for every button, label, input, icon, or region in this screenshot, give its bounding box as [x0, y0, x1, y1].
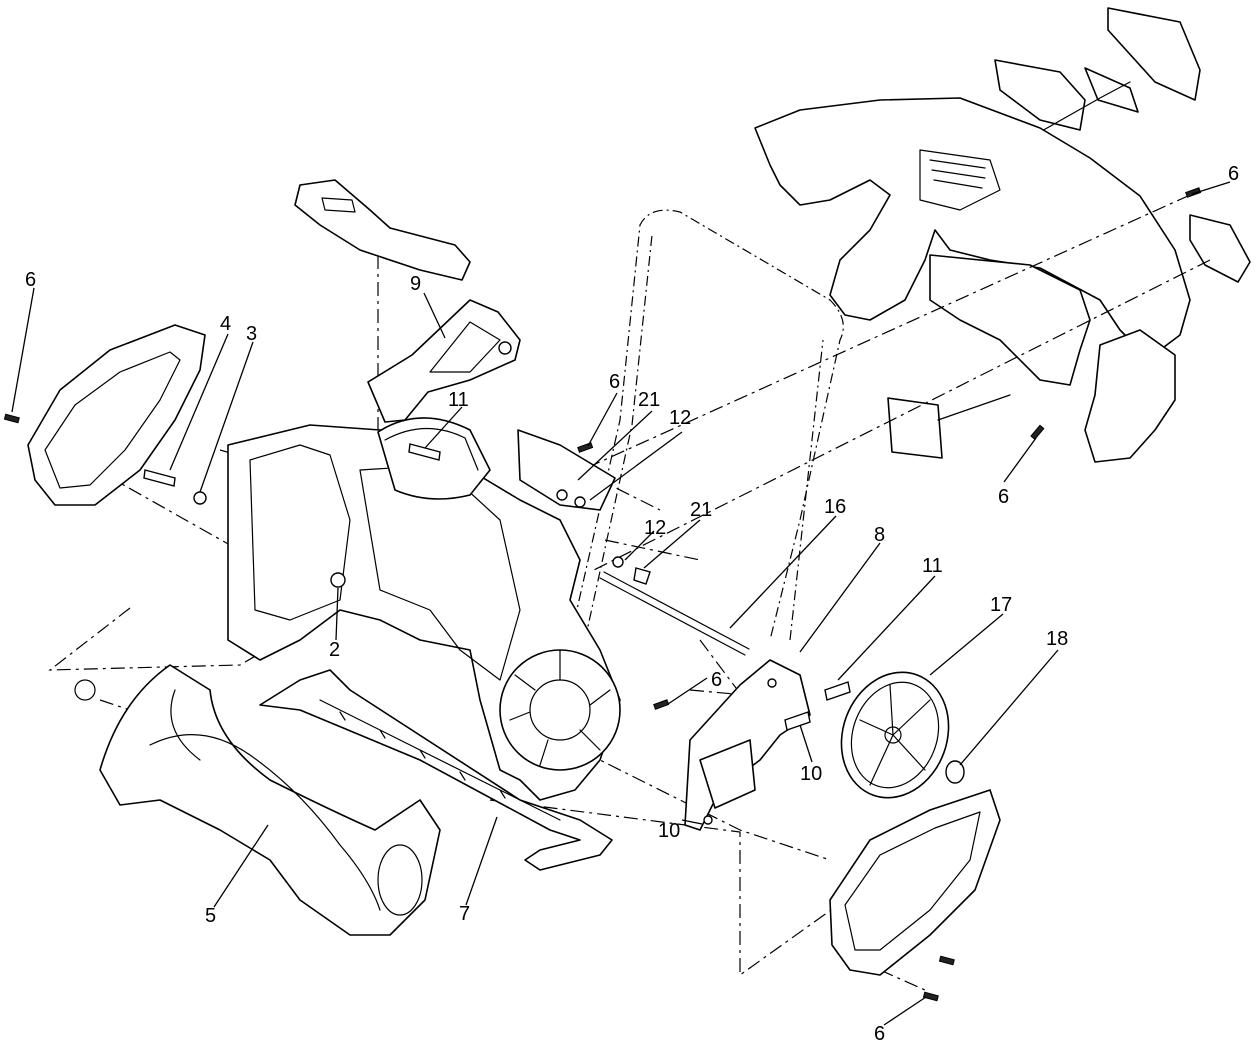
wheel [840, 671, 950, 799]
callout-c13: 12 [644, 517, 666, 539]
callout-c8: 12 [669, 407, 691, 429]
callout-c15: 11 [922, 555, 943, 577]
callout-c21: 10 [658, 820, 680, 842]
callout-c17: 18 [1046, 628, 1068, 650]
chute-deflector [294, 179, 471, 281]
callout-c1: 6 [25, 269, 36, 291]
callout-c23: 7 [459, 903, 470, 925]
fan-housing [499, 649, 621, 771]
callout-c5: 11 [448, 389, 469, 411]
callout-c16: 17 [990, 594, 1012, 616]
plate-upper [517, 429, 616, 511]
hubcap [945, 760, 965, 784]
callout-c3: 3 [246, 323, 257, 345]
upper-handle-assembly [754, 7, 1251, 463]
callout-c11: 16 [824, 496, 846, 518]
chute-bracket [367, 299, 521, 423]
callout-c2: 4 [220, 313, 231, 335]
handle-frame [569, 209, 844, 641]
callout-c7: 21 [638, 389, 660, 411]
callout-c9: 6 [1228, 163, 1239, 185]
callout-c19: 6 [711, 669, 722, 691]
callout-c12: 8 [874, 524, 885, 546]
callout-c4: 9 [410, 273, 421, 295]
callout-c10: 6 [998, 486, 1009, 508]
callout-c22: 5 [205, 905, 216, 927]
right-side-shield [829, 789, 1001, 976]
callout-labels: 6 4 3 9 11 6 21 12 6 6 16 8 12 21 11 17 … [25, 163, 1239, 1045]
callout-c18: 2 [329, 639, 340, 661]
callout-c20: 10 [800, 763, 822, 785]
callout-c14: 21 [690, 499, 712, 521]
handle-frame-inner [584, 234, 824, 641]
leader-lines [11, 181, 1231, 1026]
axle-shaft [599, 571, 750, 656]
callout-c24: 6 [874, 1023, 885, 1045]
auger [74, 664, 441, 936]
left-side-shield [27, 324, 206, 506]
scraper-bar [259, 669, 613, 871]
callout-c6: 6 [609, 371, 620, 393]
